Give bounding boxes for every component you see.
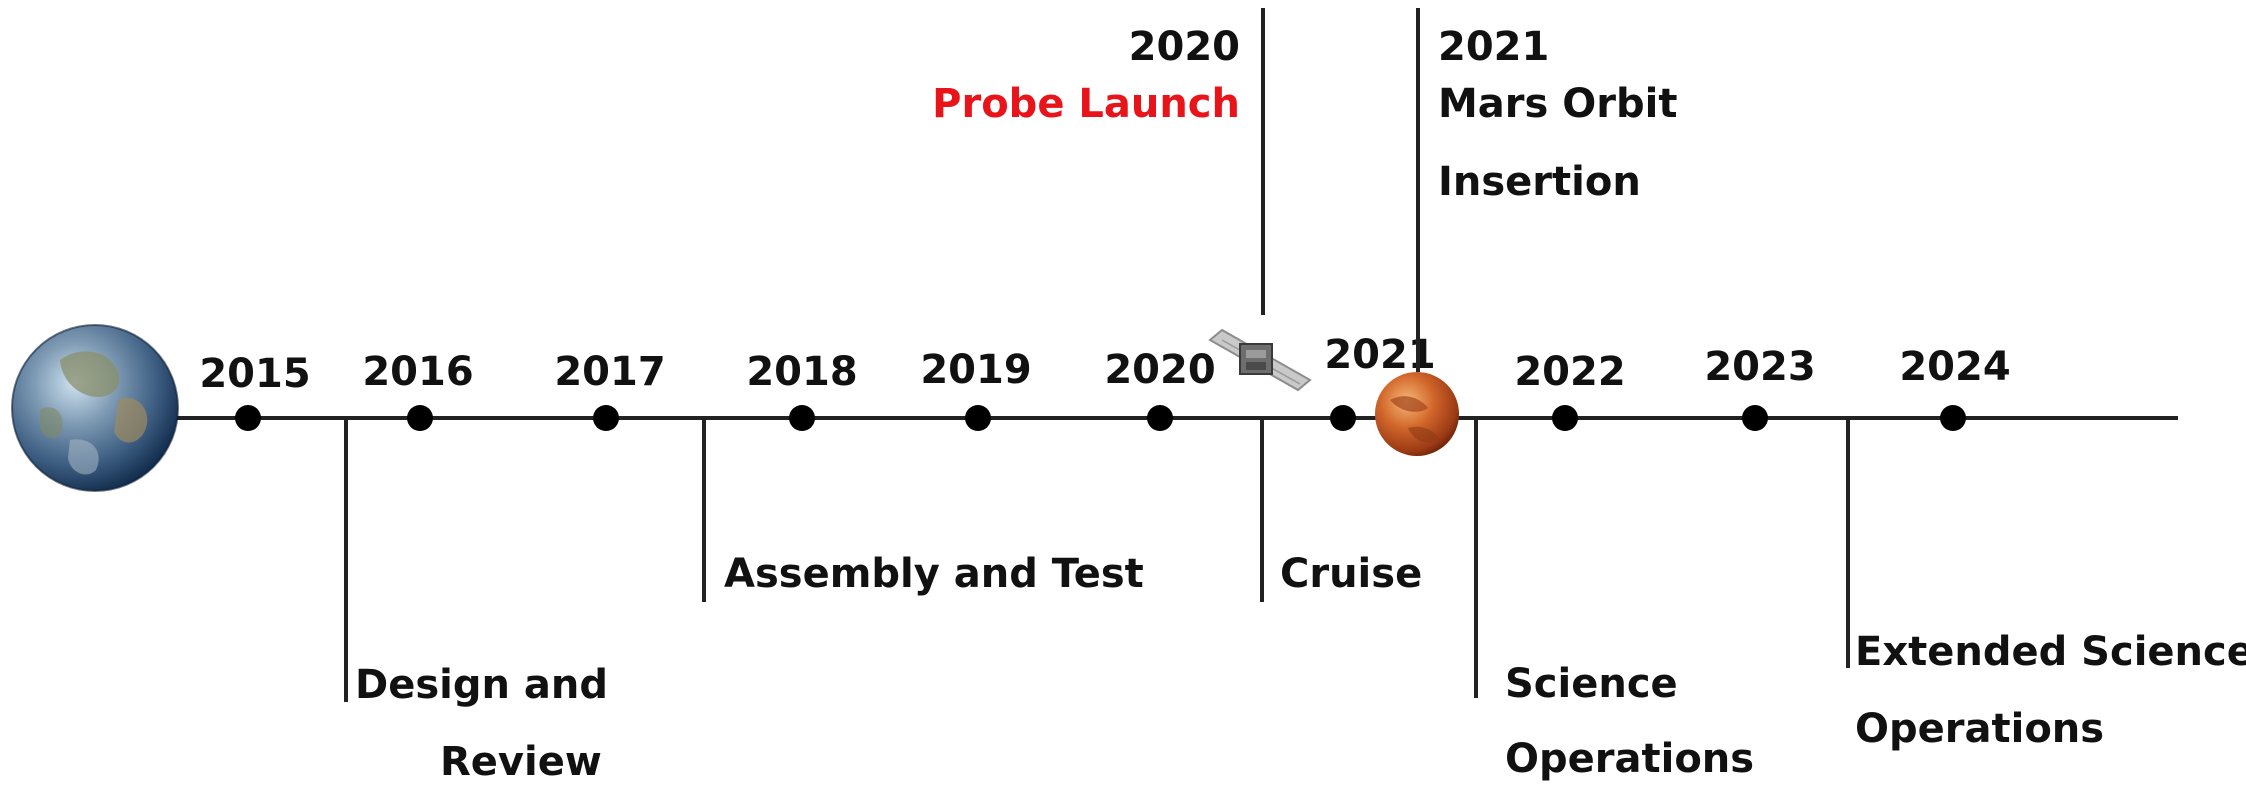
year-label-2015: 2015 (199, 351, 310, 397)
year-label-2024: 2024 (1899, 344, 2010, 390)
year-markers (235, 405, 1966, 431)
event-orbit-label-line1: Mars Orbit (1438, 81, 1677, 127)
earth-icon (11, 324, 179, 492)
year-dot-2021 (1330, 405, 1356, 431)
phase-label-science-line2: Operations (1505, 736, 1754, 782)
year-labels: 2015 2016 2017 2018 2019 2020 2021 2022 … (199, 332, 2010, 397)
year-dot-2017 (593, 405, 619, 431)
year-dot-2024 (1940, 405, 1966, 431)
event-launch-label: Probe Launch (932, 81, 1240, 127)
year-dot-2023 (1742, 405, 1768, 431)
phase-label-science-line1: Science (1505, 661, 1678, 707)
year-label-2022: 2022 (1514, 349, 1625, 395)
year-dot-2015 (235, 405, 261, 431)
phase-label-design: Design and Review (355, 662, 622, 785)
year-dot-2018 (789, 405, 815, 431)
year-label-2016: 2016 (362, 349, 473, 395)
phase-ticks (344, 418, 1850, 702)
event-ticks (1261, 8, 1420, 372)
phase-labels: Design and Review Assembly and Test Crui… (355, 551, 2246, 785)
year-label-2017: 2017 (554, 349, 665, 395)
event-orbit-label: Mars Orbit Insertion (1438, 81, 1691, 205)
mars-icon (1375, 372, 1459, 456)
phase-label-science: Science Operations (1505, 661, 1754, 782)
phase-label-design-line2: Review (440, 739, 602, 785)
phase-label-extended: Extended Science Operations (1855, 629, 2246, 752)
satellite-icon (1208, 328, 1312, 392)
phase-label-cruise: Cruise (1280, 551, 1422, 597)
event-orbit-label-line2: Insertion (1438, 159, 1641, 205)
phase-label-extended-line1: Extended Science (1855, 629, 2246, 675)
year-dot-2019 (965, 405, 991, 431)
event-orbit-year: 2021 (1438, 24, 1549, 70)
phase-label-extended-line2: Operations (1855, 706, 2104, 752)
year-dot-2020 (1147, 405, 1173, 431)
year-label-2019: 2019 (920, 347, 1031, 393)
year-dot-2016 (407, 405, 433, 431)
year-label-2023: 2023 (1704, 344, 1815, 390)
event-labels: 2020 Probe Launch 2021 Mars Orbit Insert… (932, 24, 1691, 205)
year-label-2020: 2020 (1104, 347, 1215, 393)
phase-label-design-line1: Design and (355, 662, 608, 708)
year-label-2018: 2018 (746, 349, 857, 395)
event-launch-year: 2020 (1129, 24, 1240, 70)
year-dot-2022 (1552, 405, 1578, 431)
phase-label-assembly: Assembly and Test (724, 551, 1144, 597)
